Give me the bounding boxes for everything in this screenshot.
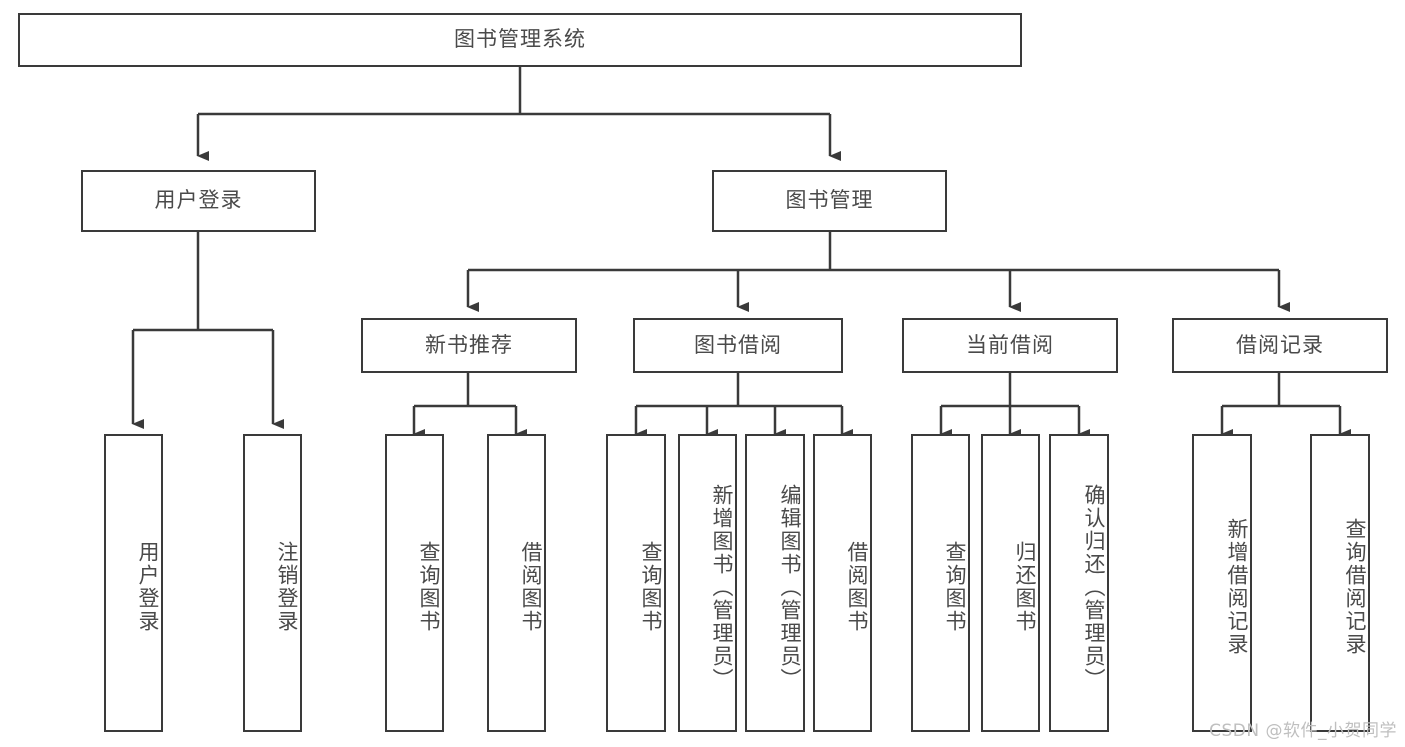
node-user-login[interactable]: 用户登录	[81, 170, 316, 232]
leaf-return-book[interactable]: 归还图书	[981, 434, 1040, 732]
leaf-query-borrow-record[interactable]: 查询借阅记录	[1310, 434, 1370, 732]
leaf-borrow-book-borrow-label: 借阅图书	[845, 541, 869, 633]
node-book-manage-label: 图书管理	[785, 188, 874, 213]
node-current-borrow-label: 当前借阅	[966, 332, 1054, 357]
node-root[interactable]: 图书管理系统	[18, 13, 1022, 67]
node-borrow-record-label: 借阅记录	[1236, 332, 1324, 357]
node-book-manage[interactable]: 图书管理	[712, 170, 947, 232]
node-new-book-recommend[interactable]: 新书推荐	[361, 318, 577, 373]
leaf-query-borrow-record-label: 查询借阅记录	[1343, 518, 1367, 656]
leaf-user-login-label: 用户登录	[136, 541, 160, 633]
leaf-edit-book-admin-label: 编辑图书（管理员）	[778, 483, 802, 691]
node-borrow-record[interactable]: 借阅记录	[1172, 318, 1388, 373]
leaf-edit-book-admin[interactable]: 编辑图书（管理员）	[745, 434, 805, 732]
node-new-book-recommend-label: 新书推荐	[425, 332, 513, 357]
leaf-query-book-current-label: 查询图书	[943, 541, 967, 633]
node-root-label: 图书管理系统	[454, 27, 586, 52]
leaf-user-login[interactable]: 用户登录	[104, 434, 163, 732]
leaf-borrow-book-recommend-label: 借阅图书	[519, 541, 543, 633]
leaf-add-borrow-record[interactable]: 新增借阅记录	[1192, 434, 1252, 732]
node-book-borrow[interactable]: 图书借阅	[633, 318, 843, 373]
leaf-borrow-book-borrow[interactable]: 借阅图书	[813, 434, 872, 732]
leaf-return-book-label: 归还图书	[1013, 541, 1037, 633]
csdn-watermark: CSDN @软件_小贺同学	[1209, 721, 1397, 741]
leaf-confirm-return-admin[interactable]: 确认归还（管理员）	[1049, 434, 1109, 732]
leaf-query-book-recommend[interactable]: 查询图书	[385, 434, 444, 732]
leaf-query-book-borrow-label: 查询图书	[639, 541, 663, 633]
leaf-query-book-current[interactable]: 查询图书	[911, 434, 970, 732]
leaf-logout-login[interactable]: 注销登录	[243, 434, 302, 732]
leaf-add-book-admin-label: 新增图书（管理员）	[710, 483, 734, 691]
node-current-borrow[interactable]: 当前借阅	[902, 318, 1118, 373]
leaf-borrow-book-recommend[interactable]: 借阅图书	[487, 434, 546, 732]
node-book-borrow-label: 图书借阅	[694, 332, 782, 357]
leaf-add-borrow-record-label: 新增借阅记录	[1225, 518, 1249, 656]
leaf-add-book-admin[interactable]: 新增图书（管理员）	[678, 434, 737, 732]
leaf-query-book-recommend-label: 查询图书	[417, 541, 441, 633]
leaf-query-book-borrow[interactable]: 查询图书	[606, 434, 666, 732]
leaf-logout-login-label: 注销登录	[275, 541, 299, 633]
node-user-login-label: 用户登录	[154, 188, 243, 213]
leaf-confirm-return-admin-label: 确认归还（管理员）	[1082, 483, 1106, 691]
